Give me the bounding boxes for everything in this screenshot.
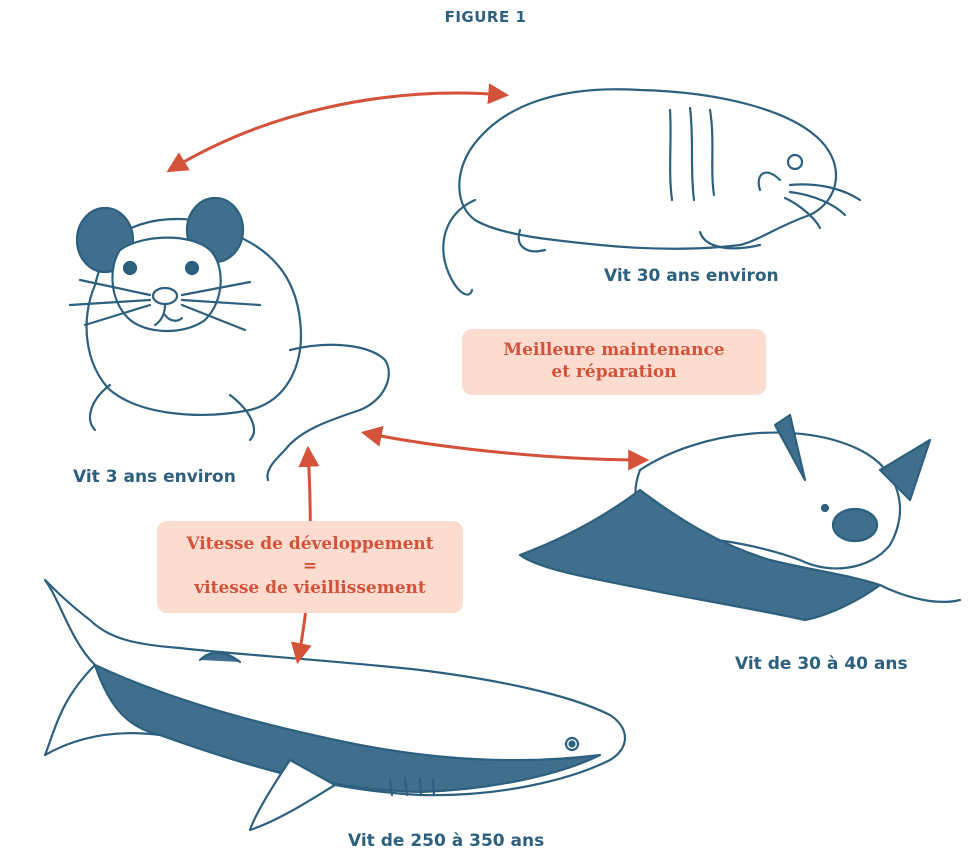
arrow-mouse-molerat bbox=[170, 93, 505, 170]
label-development-line1: Vitesse de développement bbox=[157, 533, 463, 555]
bat-illustration bbox=[520, 415, 960, 620]
label-maintenance-line2: et réparation bbox=[462, 361, 766, 383]
label-development-line3: vitesse de vieillissement bbox=[157, 577, 463, 599]
caption-naked-mole-rat: Vit 30 ans environ bbox=[604, 266, 779, 286]
caption-bat: Vit de 30 à 40 ans bbox=[735, 654, 908, 674]
label-maintenance: Meilleure maintenance et réparation bbox=[462, 329, 766, 395]
figure-title: FIGURE 1 bbox=[0, 8, 971, 26]
label-development-line2: = bbox=[157, 555, 463, 577]
mouse-illustration bbox=[70, 198, 389, 480]
label-development: Vitesse de développement = vitesse de vi… bbox=[157, 521, 463, 613]
naked-mole-rat-illustration bbox=[443, 89, 860, 294]
caption-mouse: Vit 3 ans environ bbox=[73, 467, 236, 487]
label-maintenance-line1: Meilleure maintenance bbox=[462, 339, 766, 361]
caption-shark: Vit de 250 à 350 ans bbox=[348, 831, 544, 851]
arrow-mouse-bat bbox=[365, 433, 645, 460]
shark-illustration bbox=[45, 580, 625, 830]
